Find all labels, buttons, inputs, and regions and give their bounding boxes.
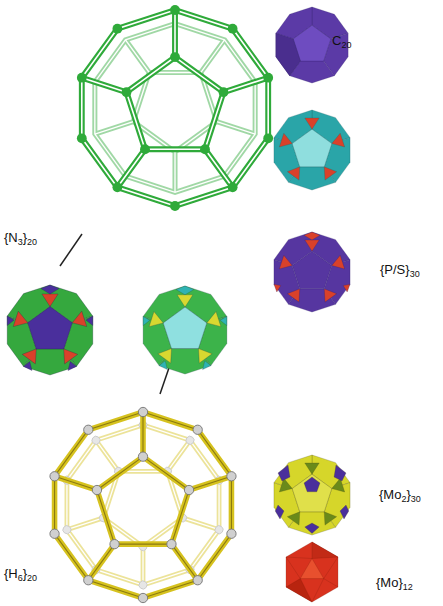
truncated-polyhedron [274, 110, 350, 190]
formula-label: {Mo2}30 [379, 487, 421, 503]
polyhedron-ball [143, 286, 227, 374]
leader-line [60, 234, 82, 266]
green-wireframe [61, 0, 290, 223]
icosahedron [286, 542, 338, 602]
polyhedron-ball [7, 285, 93, 375]
polyhedron-ball [274, 455, 350, 535]
formula-label: {P/S}30 [380, 262, 420, 278]
formula-label: C20 [332, 33, 351, 49]
icosidodecahedron [274, 232, 350, 312]
formula-label: {N3}20 [4, 230, 37, 246]
formula-label: {H6}20 [4, 566, 37, 582]
yellow-wireframe [29, 390, 257, 606]
formula-label: {Mo}12 [376, 575, 413, 591]
